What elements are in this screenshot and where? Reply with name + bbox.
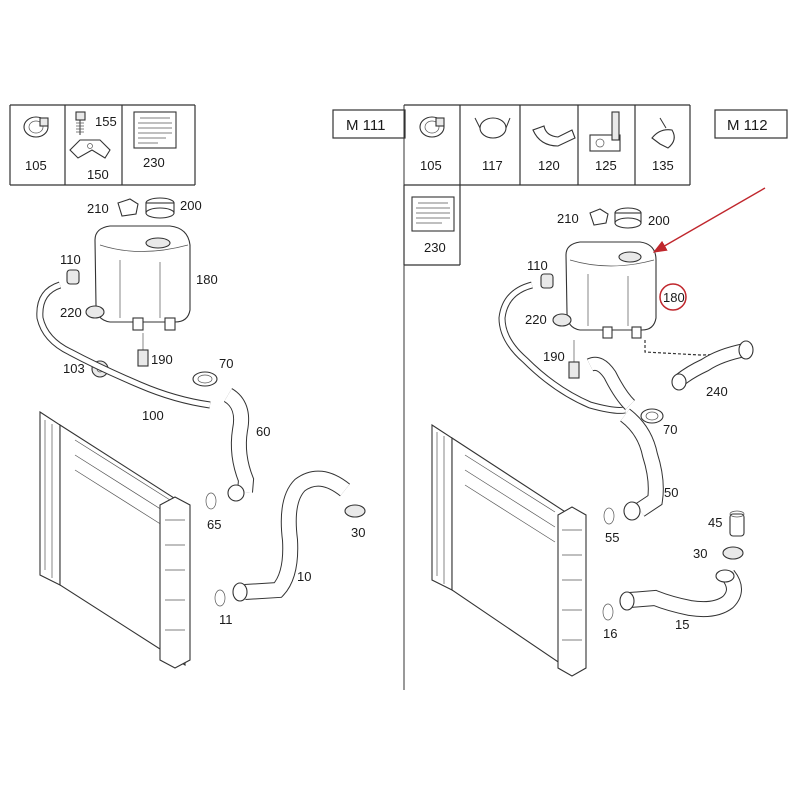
left-header-label-105: 105 (25, 158, 47, 173)
bolt-icon (75, 111, 86, 135)
hose-240 (644, 340, 754, 391)
clip-icon (66, 269, 80, 285)
left-header-label-155: 155 (95, 114, 117, 129)
hose-10 (232, 470, 350, 602)
upper-hose-right (586, 356, 636, 410)
right-label-220: 220 (525, 312, 547, 327)
left-label-210: 210 (87, 201, 109, 216)
right-header-label-105: 105 (420, 158, 442, 173)
left-label-190: 190 (151, 352, 173, 367)
red-arrow (652, 187, 766, 253)
sleeve-45 (729, 510, 745, 537)
spring-clamp-icon (192, 371, 218, 387)
right-header-label-117: 117 (482, 158, 503, 173)
left-header-label-150: 150 (87, 167, 109, 182)
right-label-180: 180 (663, 290, 685, 305)
hose-clamp-icon (23, 116, 49, 138)
left-parts-table (9, 104, 196, 186)
right-label-15: 15 (675, 617, 689, 632)
right-label-110: 110 (527, 258, 548, 273)
spring-clamp-icon-right (640, 408, 664, 424)
right-label-50: 50 (664, 485, 678, 500)
o-ring-11 (214, 589, 226, 607)
right-label-210: 210 (557, 211, 579, 226)
left-title: M 111 (346, 117, 385, 134)
hose-50 (619, 408, 664, 521)
right-label-30: 30 (693, 546, 707, 561)
o-ring-65 (205, 492, 217, 510)
sensor-icon-right (568, 340, 580, 379)
right-label-16: 16 (603, 626, 617, 641)
overflow-hose (36, 281, 211, 409)
left-label-220: 220 (60, 305, 82, 320)
small-cap-icon (117, 198, 139, 217)
right-label-55: 55 (605, 530, 619, 545)
left-label-65: 65 (207, 517, 221, 532)
radiator-icon-right (431, 423, 587, 677)
left-title-box (332, 109, 406, 139)
left-label-110: 110 (60, 252, 81, 267)
warning-label-icon-right (411, 196, 455, 232)
band-clamp-icon (474, 117, 511, 139)
right-header-label-125: 125 (595, 158, 617, 173)
warning-label-icon (133, 111, 177, 149)
highlight-circle-180 (659, 283, 687, 311)
right-header-label-135: 135 (652, 158, 674, 173)
expansion-tank-icon (94, 225, 191, 331)
clamp-30 (344, 504, 366, 518)
left-label-180: 180 (196, 272, 218, 287)
radiator-icon (39, 410, 191, 669)
bracket-icon (69, 139, 111, 159)
rubber-mount-icon-right (552, 313, 572, 327)
small-cap-icon-right (589, 208, 609, 226)
retainer-icon (589, 111, 621, 152)
hose-clamp-icon-right (419, 116, 445, 138)
expansion-tank-icon-right (565, 241, 657, 339)
overflow-hose-right (498, 281, 626, 414)
left-label-70: 70 (219, 356, 233, 371)
left-label-200: 200 (180, 198, 202, 213)
left-label-11: 11 (219, 612, 233, 627)
o-ring-16 (602, 603, 614, 621)
sensor-icon (137, 333, 149, 367)
right-title-box (714, 109, 788, 139)
right-title: M 112 (727, 117, 768, 134)
o-ring-55 (603, 507, 615, 525)
clamp-30-right (722, 546, 744, 560)
right-label-45: 45 (708, 515, 722, 530)
hose-60 (223, 388, 255, 502)
clip-holder-icon (651, 117, 675, 149)
right-parts-table (403, 104, 691, 266)
clip-icon-right (540, 273, 554, 289)
left-label-103: 103 (63, 361, 85, 376)
right-label-200: 200 (648, 213, 670, 228)
left-label-10: 10 (297, 569, 311, 584)
left-label-60: 60 (256, 424, 270, 439)
right-extra-label-230: 230 (424, 240, 446, 255)
cap-icon-right (614, 207, 642, 229)
left-header-label-230: 230 (143, 155, 165, 170)
right-label-70: 70 (663, 422, 677, 437)
cap-icon (145, 197, 175, 219)
rubber-mount-icon (85, 305, 105, 319)
holder-icon (532, 125, 576, 147)
left-label-100: 100 (142, 408, 164, 423)
right-label-240: 240 (706, 384, 728, 399)
right-label-190: 190 (543, 349, 565, 364)
right-header-label-120: 120 (538, 158, 560, 173)
left-label-30: 30 (351, 525, 365, 540)
hose-15 (619, 569, 742, 618)
